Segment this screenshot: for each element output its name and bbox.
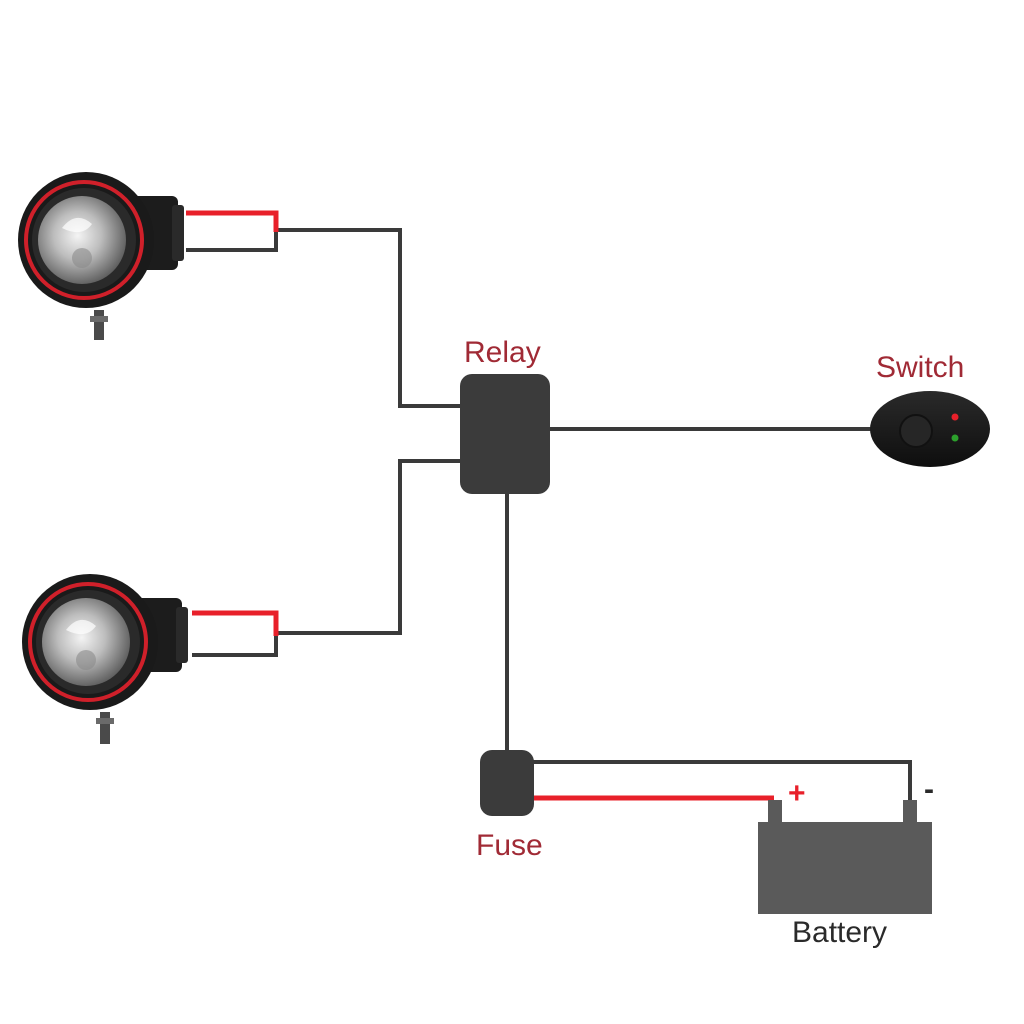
wire-fuse-to-battery-negative bbox=[532, 760, 912, 802]
relay-box bbox=[460, 374, 550, 494]
spotlight-lamp-bottom bbox=[22, 574, 188, 744]
battery-negative-label: - bbox=[924, 773, 934, 806]
wire-bottom-lamp-positive bbox=[192, 610, 279, 636]
spotlight-lamp-top bbox=[18, 172, 184, 340]
wire-top-lamp-positive bbox=[186, 210, 279, 232]
battery-label: Battery bbox=[792, 916, 888, 949]
wire-bottom-lamp-ground bbox=[192, 633, 278, 657]
battery bbox=[758, 800, 932, 914]
wire-top-lamp-ground bbox=[186, 230, 278, 252]
dark-wires bbox=[186, 228, 912, 802]
battery-terminal-negative bbox=[903, 800, 917, 824]
fuse-label: Fuse bbox=[476, 829, 543, 862]
lamp-red-ring bbox=[24, 180, 144, 300]
switch-led-red bbox=[951, 413, 959, 421]
wire-top-lamp-to-relay bbox=[276, 228, 462, 408]
battery-terminal-positive bbox=[768, 800, 782, 824]
lamp-lens bbox=[42, 598, 130, 686]
lamp-lens bbox=[38, 196, 126, 284]
battery-body bbox=[758, 822, 932, 914]
lamp-mount bbox=[94, 310, 104, 340]
relay-label: Relay bbox=[464, 336, 541, 369]
switch-label: Switch bbox=[876, 351, 965, 384]
fuse-box bbox=[480, 750, 534, 816]
red-wires bbox=[186, 210, 774, 801]
lamp-mount bbox=[100, 712, 110, 744]
switch-led-green bbox=[951, 434, 959, 442]
toggle-switch bbox=[870, 391, 990, 467]
switch-button bbox=[899, 414, 933, 448]
wire-bottom-lamp-to-relay bbox=[276, 459, 462, 635]
battery-positive-label: + bbox=[788, 777, 806, 810]
lamp-red-ring bbox=[28, 582, 148, 702]
